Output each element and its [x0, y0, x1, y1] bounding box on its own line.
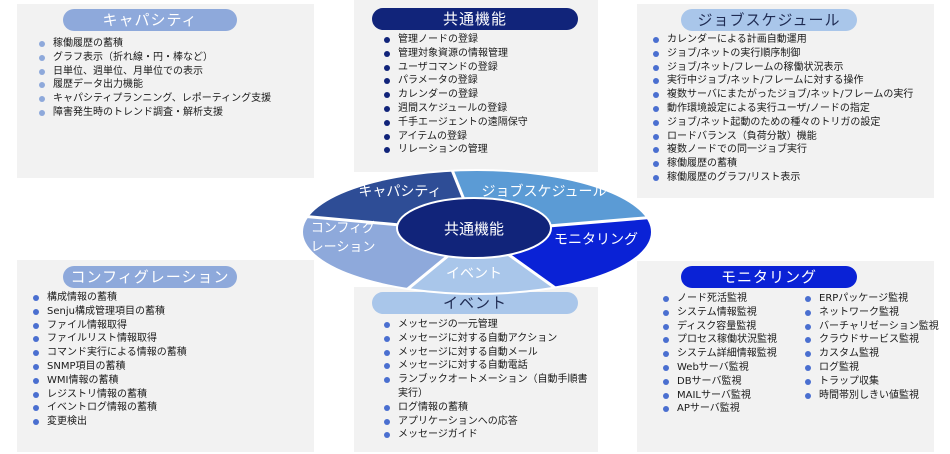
list-item: メッセージガイド [382, 428, 592, 442]
config-list: 構成情報の蓄積 Senju構成管理項目の蓄積 ファイル情報取得 ファイルリスト情… [31, 291, 311, 429]
list-item: 変更検出 [31, 415, 311, 429]
list-item: イベントログ情報の蓄積 [31, 401, 311, 415]
list-item: 実行中ジョブ/ネット/フレームに対する操作 [651, 74, 933, 88]
list-item: バーチャリゼーション監視 [803, 320, 939, 334]
job-list: カレンダーによる計画自動運用 ジョブ/ネットの実行順序制御 ジョブ/ネット/フレ… [651, 33, 933, 185]
list-item: グラフ表示（折れ線・円・棒など） [37, 51, 307, 65]
hub-center [396, 197, 552, 259]
list-item: カレンダーの登録 [382, 88, 592, 102]
list-item: DBサーバ監視 [661, 375, 801, 389]
list-item: ネットワーク監視 [803, 306, 933, 320]
list-item: ファイル情報取得 [31, 319, 311, 333]
list-item: ログ情報の蓄積 [382, 401, 592, 415]
list-item: 複数サーバにまたがったジョブ/ネット/フレームの実行 [651, 88, 933, 102]
list-item: ディスク容量監視 [661, 320, 801, 334]
list-item: 障害発生時のトレンド調査・解析支援 [37, 106, 307, 120]
monitoring-panel: モニタリング ノード死活監視 システム情報監視 ディスク容量監視 プロセス稼働状… [637, 261, 939, 452]
list-item: パラメータの登録 [382, 74, 592, 88]
list-item: トラップ収集 [803, 375, 933, 389]
list-item: 構成情報の蓄積 [31, 291, 311, 305]
hub-label-config-line1: コンフィグ [311, 221, 375, 236]
list-item: 日単位、週単位、月単位での表示 [37, 65, 307, 79]
capacity-panel: キャパシティ 稼働履歴の蓄積 グラフ表示（折れ線・円・棒など） 日単位、週単位、… [17, 4, 314, 178]
job-panel: ジョブスケジュール カレンダーによる計画自動運用 ジョブ/ネットの実行順序制御 … [637, 4, 934, 198]
job-panel-title: ジョブスケジュール [681, 9, 857, 31]
hub-center-label: 共通機能 [444, 220, 504, 238]
config-panel: コンフィグレーション 構成情報の蓄積 Senju構成管理項目の蓄積 ファイル情報… [17, 260, 314, 452]
list-item: Senju構成管理項目の蓄積 [31, 305, 311, 319]
event-panel: イベント メッセージの一元管理 メッセージに対する自動アクション メッセージに対… [354, 287, 598, 452]
common-list: 管理ノードの登録 管理対象資源の情報管理 ユーザコマンドの登録 パラメータの登録… [382, 33, 592, 157]
list-item: Webサーバ監視 [661, 361, 801, 375]
list-item: ファイルリスト情報取得 [31, 332, 311, 346]
list-item: クラウドサービス監視 [803, 333, 933, 347]
list-item: ランブックオートメーション（自動手順書実行） [382, 373, 592, 401]
list-item: メッセージに対する自動アクション [382, 332, 592, 346]
hub-label-capacity: キャパシティ [358, 184, 441, 200]
hub-segment-event [370, 232, 600, 294]
list-item: レジストリ情報の蓄積 [31, 388, 311, 402]
list-item: ジョブ/ネット/フレームの稼働状況表示 [651, 61, 933, 75]
monitoring-list-left: ノード死活監視 システム情報監視 ディスク容量監視 プロセス稼働状況監視 システ… [661, 292, 801, 416]
list-item: APサーバ監視 [661, 402, 801, 416]
list-item: 動作環境設定による実行ユーザ/ノードの指定 [651, 102, 933, 116]
list-item: 管理対象資源の情報管理 [382, 47, 592, 61]
list-item: カレンダーによる計画自動運用 [651, 33, 933, 47]
list-item: ERPパッケージ監視 [803, 292, 933, 306]
list-item: 管理ノードの登録 [382, 33, 592, 47]
list-item: メッセージに対する自動電話 [382, 359, 592, 373]
list-item: 稼働履歴の蓄積 [651, 157, 933, 171]
hub-label-monitoring: モニタリング [554, 232, 638, 248]
list-item: カスタム監視 [803, 347, 933, 361]
list-item: ジョブ/ネットの実行順序制御 [651, 47, 933, 61]
list-item: メッセージに対する自動メール [382, 346, 592, 360]
list-item: システム情報監視 [661, 306, 801, 320]
list-item: ノード死活監視 [661, 292, 801, 306]
hub-label-config-line2: レーション [311, 240, 376, 255]
list-item: MAILサーバ監視 [661, 389, 801, 403]
list-item: ログ監視 [803, 361, 933, 375]
list-item: 千手エージェントの遠隔保守 [382, 116, 592, 130]
hub-label-job: ジョブスケジュール [481, 183, 606, 200]
capacity-panel-title: キャパシティ [63, 9, 237, 31]
list-item: WMI情報の蓄積 [31, 374, 311, 388]
list-item: キャパシティプランニング、レポーティング支援 [37, 92, 307, 106]
list-item: コマンド実行による情報の蓄積 [31, 346, 311, 360]
event-list: メッセージの一元管理 メッセージに対する自動アクション メッセージに対する自動メ… [382, 318, 592, 442]
config-panel-title: コンフィグレーション [63, 266, 237, 288]
list-item: 履歴データ出力機能 [37, 78, 307, 92]
list-item: 週間スケジュールの登録 [382, 102, 592, 116]
list-item: ロードバランス（負荷分散）機能 [651, 130, 933, 144]
list-item: リレーションの管理 [382, 143, 592, 157]
hub-label-event: イベント [446, 266, 502, 282]
monitoring-panel-title: モニタリング [681, 266, 857, 288]
list-item: 稼働履歴のグラフ/リスト表示 [651, 171, 933, 185]
common-panel-title: 共通機能 [372, 8, 578, 30]
capacity-list: 稼働履歴の蓄積 グラフ表示（折れ線・円・棒など） 日単位、週単位、月単位での表示… [37, 37, 307, 120]
event-panel-title: イベント [372, 292, 578, 314]
list-item: ジョブ/ネット起動のための種々のトリガの設定 [651, 116, 933, 130]
list-item: ユーザコマンドの登録 [382, 61, 592, 75]
list-item: メッセージの一元管理 [382, 318, 592, 332]
list-item: プロセス稼働状況監視 [661, 333, 801, 347]
list-item: 稼働履歴の蓄積 [37, 37, 307, 51]
list-item: アプリケーションへの応答 [382, 415, 592, 429]
list-item: SNMP項目の蓄積 [31, 360, 311, 374]
list-item: システム詳細情報監視 [661, 347, 801, 361]
list-item: 複数ノードでの同一ジョブ実行 [651, 143, 933, 157]
list-item: アイテムの登録 [382, 130, 592, 144]
list-item: 時間帯別しきい値監視 [803, 389, 933, 403]
monitoring-list-right: ERPパッケージ監視 ネットワーク監視 バーチャリゼーション監視 クラウドサービ… [803, 292, 939, 403]
common-panel: 共通機能 管理ノードの登録 管理対象資源の情報管理 ユーザコマンドの登録 パラメ… [354, 0, 598, 172]
